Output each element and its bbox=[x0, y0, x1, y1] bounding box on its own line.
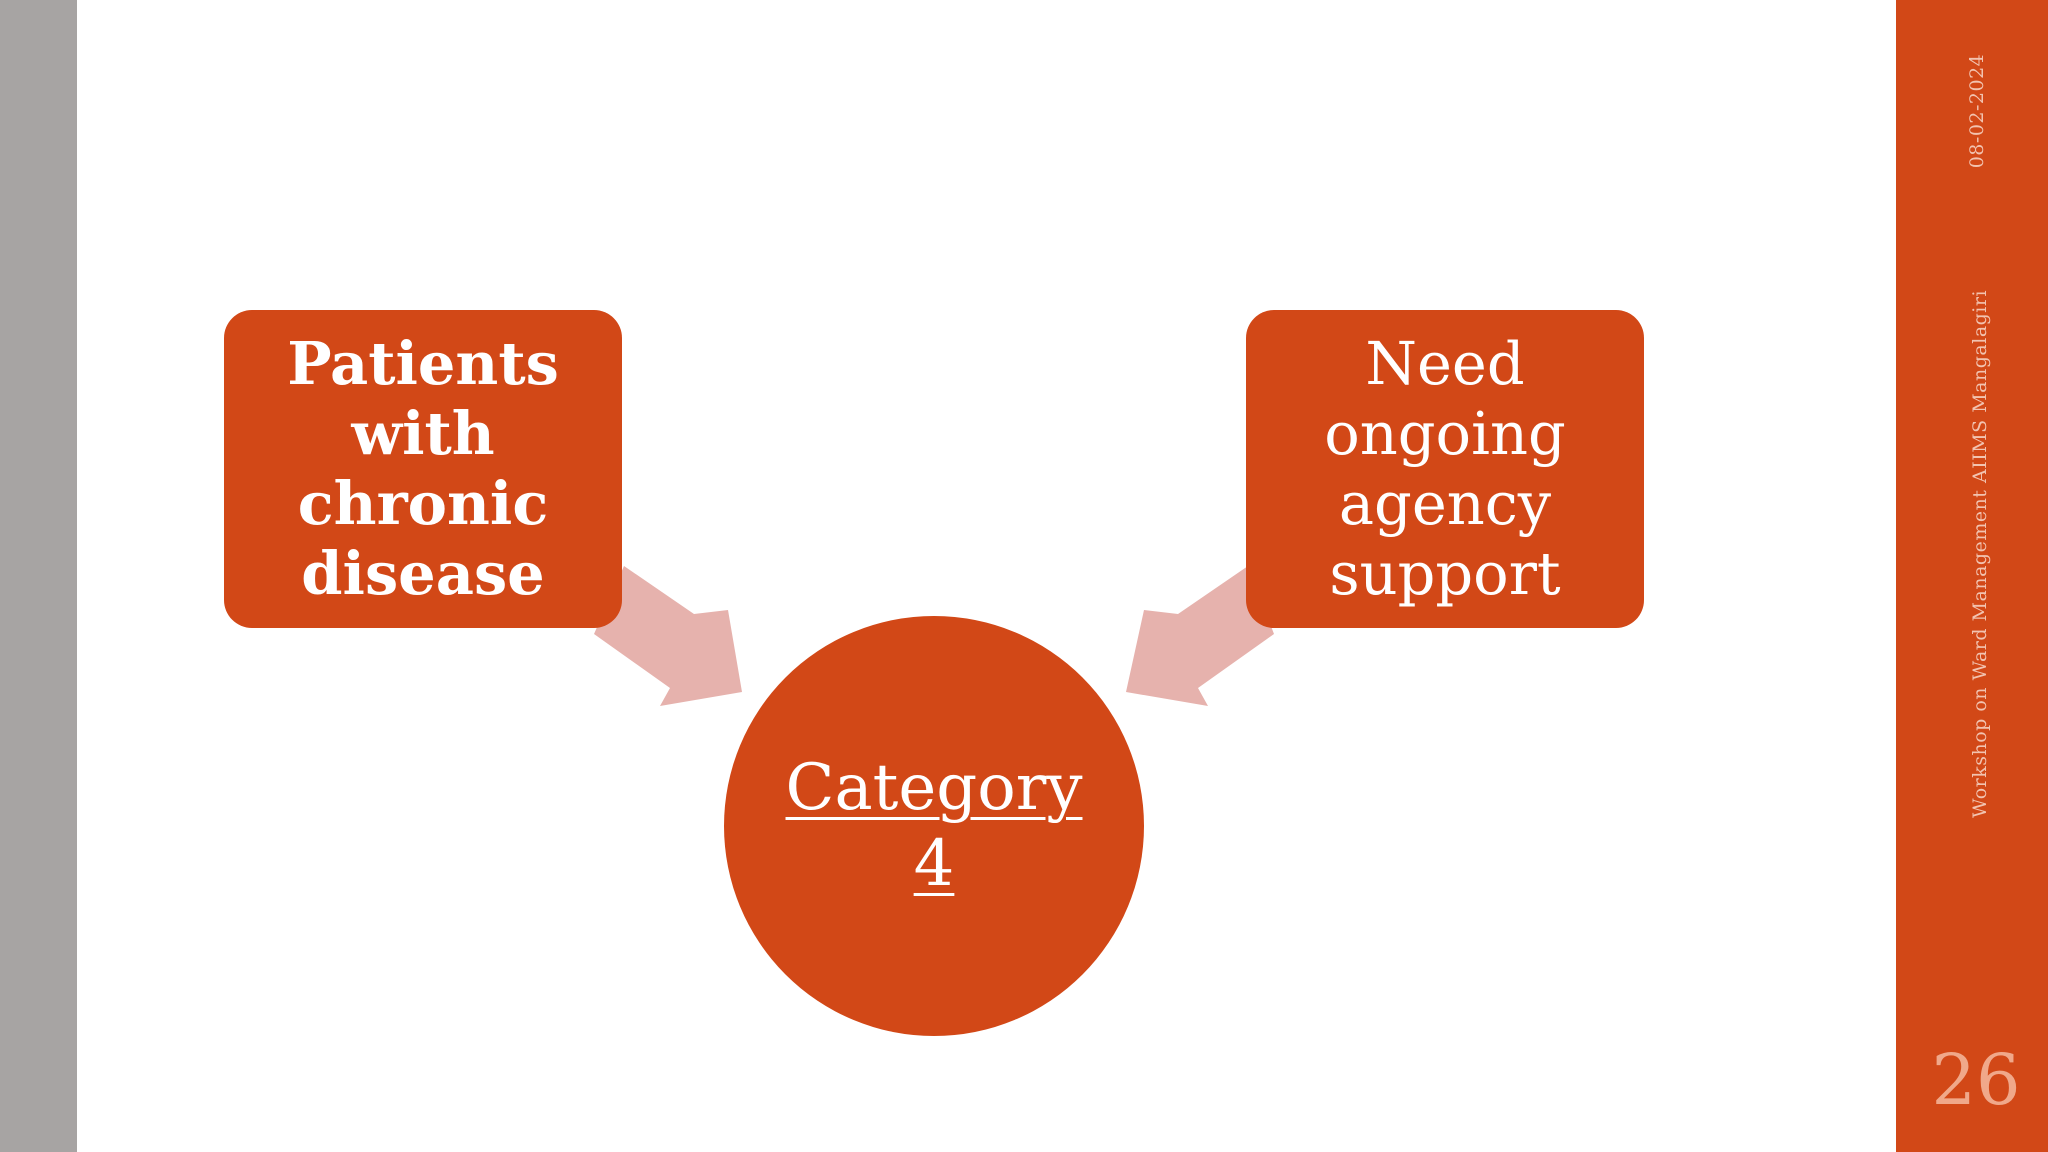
circle-text: Category 4 bbox=[786, 750, 1083, 902]
left-box-line: chronic bbox=[297, 469, 549, 538]
page-number: 26 bbox=[1931, 1039, 2021, 1121]
right-box-line: ongoing bbox=[1324, 399, 1566, 468]
left-accent-bar bbox=[0, 0, 77, 1152]
slide-date: 08-02-2024 bbox=[1966, 53, 1988, 169]
left-box-line: disease bbox=[301, 539, 545, 608]
left-box-chronic-disease: Patients with chronic disease bbox=[224, 310, 622, 628]
left-box-text: Patients with chronic disease bbox=[287, 329, 559, 609]
right-box-line: Need bbox=[1365, 329, 1525, 398]
left-box-line: Patients bbox=[287, 329, 559, 398]
right-sidebar bbox=[1896, 0, 2048, 1152]
arrow-right-to-center bbox=[1126, 566, 1274, 706]
right-box-text: Need ongoing agency support bbox=[1324, 329, 1565, 609]
right-box-line: agency bbox=[1338, 469, 1552, 538]
circle-line: Category bbox=[785, 751, 1083, 825]
right-box-line: support bbox=[1329, 539, 1561, 608]
slide-footer: Workshop on Ward Management AIIMS Mangal… bbox=[1969, 289, 1991, 819]
circle-line: 4 bbox=[913, 827, 955, 901]
arrow-left-to-center bbox=[594, 566, 742, 706]
center-circle-category: Category 4 bbox=[724, 616, 1144, 1036]
left-box-line: with bbox=[351, 399, 495, 468]
right-box-agency-support: Need ongoing agency support bbox=[1246, 310, 1644, 628]
